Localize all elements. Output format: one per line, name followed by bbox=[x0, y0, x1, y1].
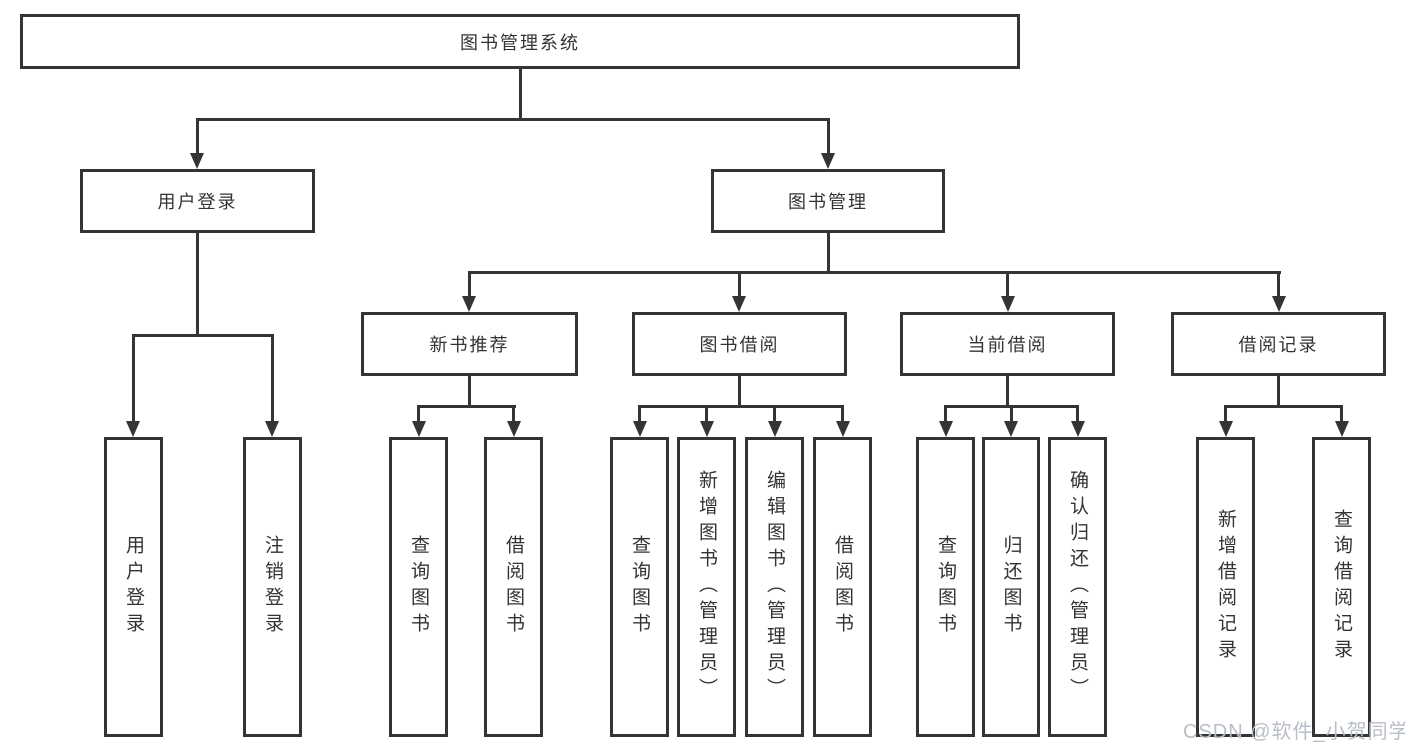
leaf-borrow-books-2: 借阅图书 bbox=[813, 437, 872, 737]
leaf-edit-books-admin: 编辑图书（管理员） bbox=[745, 437, 804, 737]
node-label: 用户登录 bbox=[123, 535, 144, 639]
connector-line-v bbox=[826, 231, 830, 274]
connector-line-v bbox=[417, 405, 420, 423]
connector-line-h bbox=[1224, 405, 1343, 408]
connector-line-v bbox=[1340, 405, 1343, 423]
connector-line-v bbox=[638, 405, 641, 423]
connector-line-v bbox=[738, 374, 741, 408]
arrow-down-icon bbox=[767, 421, 782, 437]
leaf-add-books-admin: 新增图书（管理员） bbox=[677, 437, 736, 737]
connector-line-v bbox=[773, 405, 776, 423]
connector-line-v bbox=[1277, 271, 1280, 298]
leaf-logout: 注销登录 bbox=[243, 437, 302, 737]
leaf-query-books-1: 查询图书 bbox=[389, 437, 448, 737]
connector-line-h bbox=[638, 405, 844, 408]
connector-line-h bbox=[195, 118, 830, 121]
arrow-down-icon bbox=[411, 421, 426, 437]
connector-line-v bbox=[705, 405, 708, 423]
connector-line-h bbox=[131, 334, 274, 337]
arrow-down-icon bbox=[190, 153, 204, 169]
connector-line-v bbox=[737, 271, 741, 298]
node-label: 新增借阅记录 bbox=[1215, 509, 1236, 665]
node-label: 图书借阅 bbox=[699, 335, 780, 355]
arrow-down-icon bbox=[632, 421, 647, 437]
arrow-down-icon bbox=[699, 421, 714, 437]
connector-line-h bbox=[417, 405, 516, 408]
node-label: 确认归还（管理员） bbox=[1067, 470, 1088, 704]
connector-line-v bbox=[131, 334, 135, 424]
node-label: 查询借阅记录 bbox=[1331, 509, 1352, 665]
node-label: 借阅记录 bbox=[1238, 335, 1319, 355]
leaf-query-books-3: 查询图书 bbox=[916, 437, 975, 737]
node-current-borrowing: 当前借阅 bbox=[900, 312, 1115, 376]
node-book-borrowing: 图书借阅 bbox=[632, 312, 847, 376]
node-new-book-recommend: 新书推荐 bbox=[361, 312, 578, 376]
node-library-system: 图书管理系统 bbox=[20, 14, 1020, 69]
node-label: 查询图书 bbox=[935, 535, 956, 639]
connector-line-v bbox=[1076, 405, 1079, 423]
arrow-down-icon bbox=[1334, 421, 1349, 437]
arrow-down-icon bbox=[126, 421, 140, 437]
connector-line-v bbox=[467, 271, 471, 298]
arrow-down-icon bbox=[265, 421, 279, 437]
connector-line-v bbox=[1277, 374, 1280, 408]
connector-line-v bbox=[512, 405, 515, 423]
connector-line-v bbox=[826, 118, 830, 156]
leaf-query-borrow-record: 查询借阅记录 bbox=[1312, 437, 1371, 737]
node-label: 当前借阅 bbox=[967, 335, 1048, 355]
arrow-down-icon bbox=[462, 296, 476, 312]
connector-line-v bbox=[1006, 271, 1009, 298]
arrow-down-icon bbox=[835, 421, 850, 437]
arrow-down-icon bbox=[1070, 421, 1085, 437]
node-label: 用户登录 bbox=[157, 192, 238, 212]
connector-line-v bbox=[519, 67, 522, 120]
node-label: 归还图书 bbox=[1000, 535, 1022, 639]
arrow-down-icon bbox=[1271, 296, 1286, 312]
leaf-user-login: 用户登录 bbox=[104, 437, 163, 737]
node-label: 新书推荐 bbox=[429, 335, 510, 355]
connector-line-v bbox=[467, 374, 471, 408]
connector-line-v bbox=[270, 334, 274, 424]
node-label: 查询图书 bbox=[629, 535, 650, 639]
arrow-down-icon bbox=[1004, 421, 1018, 437]
leaf-return-books: 归还图书 bbox=[982, 437, 1040, 737]
connector-line-v bbox=[195, 118, 199, 156]
leaf-add-borrow-record: 新增借阅记录 bbox=[1196, 437, 1255, 737]
connector-line-v bbox=[1009, 405, 1013, 423]
connector-line-v bbox=[1006, 374, 1009, 408]
arrow-down-icon bbox=[732, 296, 746, 312]
node-label: 图书管理系统 bbox=[460, 32, 580, 53]
arrow-down-icon bbox=[1000, 296, 1015, 312]
node-label: 借阅图书 bbox=[503, 535, 524, 639]
arrow-down-icon bbox=[506, 421, 521, 437]
connector-line-v bbox=[195, 231, 199, 337]
node-label: 编辑图书（管理员） bbox=[764, 470, 785, 704]
arrow-down-icon bbox=[821, 153, 835, 169]
connector-line-v bbox=[841, 405, 844, 423]
node-label: 新增图书（管理员） bbox=[696, 470, 717, 704]
leaf-confirm-return-admin: 确认归还（管理员） bbox=[1048, 437, 1107, 737]
node-borrowing-records: 借阅记录 bbox=[1171, 312, 1386, 376]
node-label: 注销登录 bbox=[262, 535, 283, 639]
csdn-watermark: CSDN @软件_小贺同学 bbox=[1183, 721, 1405, 743]
node-label: 借阅图书 bbox=[832, 535, 853, 639]
leaf-borrow-books-1: 借阅图书 bbox=[484, 437, 543, 737]
node-label: 图书管理 bbox=[788, 192, 868, 212]
connector-line-v bbox=[1224, 405, 1227, 423]
leaf-query-books-2: 查询图书 bbox=[610, 437, 669, 737]
node-book-management: 图书管理 bbox=[711, 169, 945, 233]
arrow-down-icon bbox=[938, 421, 953, 437]
node-user-login: 用户登录 bbox=[80, 169, 315, 233]
arrow-down-icon bbox=[1218, 421, 1233, 437]
node-label: 查询图书 bbox=[408, 535, 429, 639]
connector-line-v bbox=[944, 405, 947, 423]
connector-line-h bbox=[467, 271, 1281, 274]
